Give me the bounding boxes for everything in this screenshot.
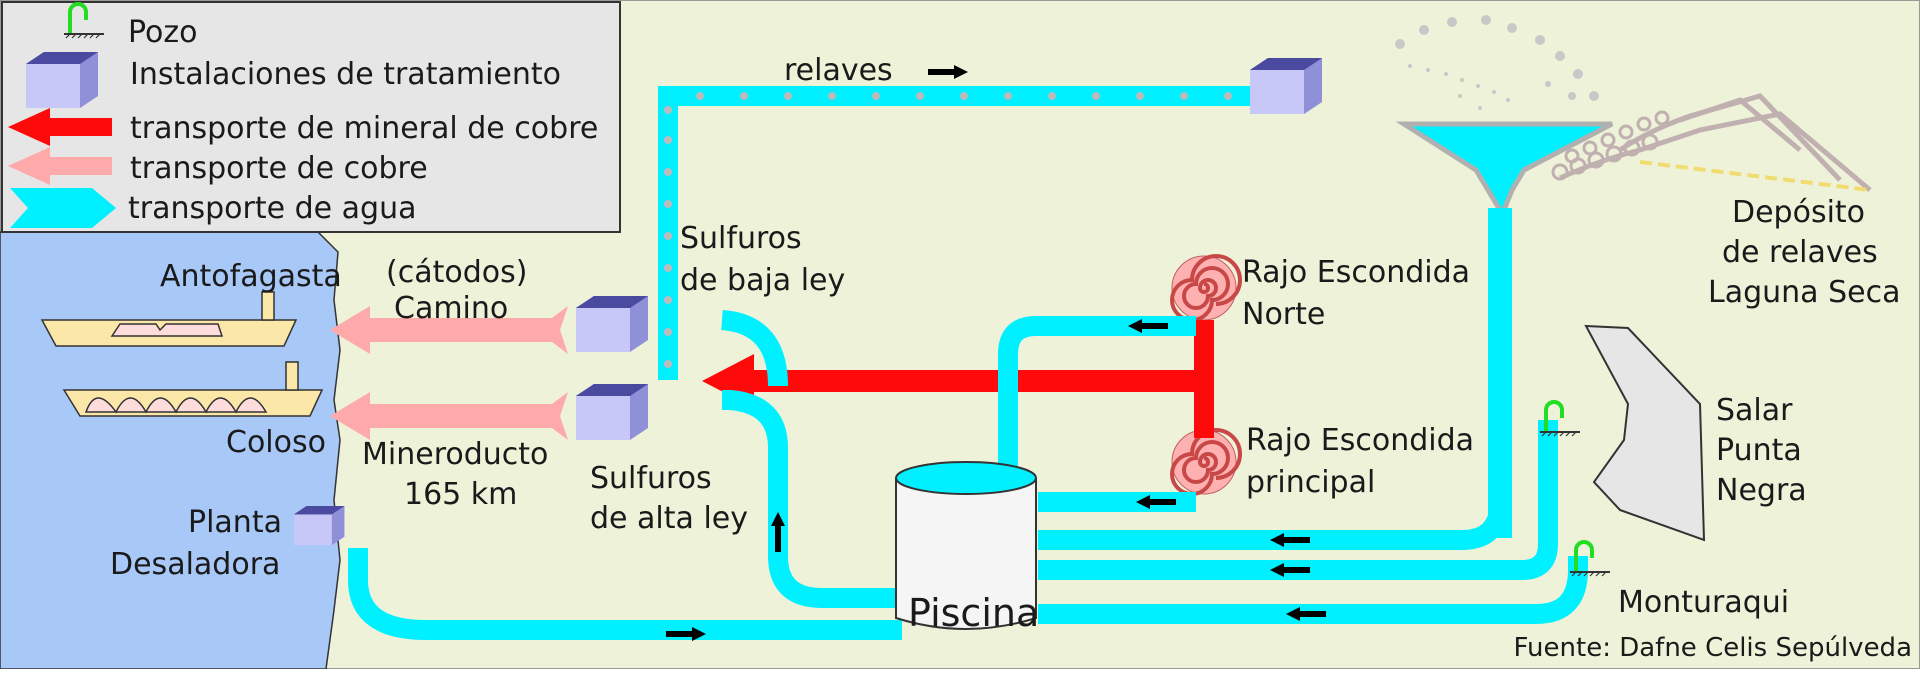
pit-main-label-1: Rajo Escondida xyxy=(1246,423,1474,458)
road-label: Camino xyxy=(394,291,508,326)
sulfides-low-label-2: de baja ley xyxy=(680,263,845,298)
desalination-label-2: Desaladora xyxy=(110,547,280,582)
pool xyxy=(895,461,1037,630)
pit-main-label-2: principal xyxy=(1246,465,1375,500)
ship-coloso xyxy=(62,361,324,417)
desalination-facility xyxy=(294,506,345,546)
source-credit: Fuente: Dafne Celis Sepúlveda xyxy=(1514,633,1912,663)
legend-water-label: transporte de agua xyxy=(128,191,416,226)
salar-label-3: Negra xyxy=(1716,473,1807,508)
copper-arrow-road xyxy=(330,306,568,354)
sulfides-low-label-1: Sulfuros xyxy=(680,221,802,256)
copper-arrow-pipeline xyxy=(330,392,568,440)
legend-facility-label: Instalaciones de tratamiento xyxy=(130,57,561,92)
salar-label-1: Salar xyxy=(1716,393,1793,428)
monturaqui-label: Monturaqui xyxy=(1618,585,1789,620)
water-arrow-icon xyxy=(10,188,116,228)
road-facility xyxy=(576,296,648,352)
salar-label-2: Punta xyxy=(1716,433,1802,468)
legend: Pozo Instalaciones de tratamiento transp… xyxy=(1,1,621,233)
ore-arrow-icon xyxy=(8,108,112,146)
pipeline-facility xyxy=(576,384,648,440)
pool-label: Piscina xyxy=(908,591,1039,635)
tailings-dam-label-2: de relaves xyxy=(1722,235,1878,270)
cathodes-label: (cátodos) xyxy=(386,255,527,290)
tailings-dam-label-1: Depósito xyxy=(1732,195,1865,230)
antofagasta-label: Antofagasta xyxy=(160,259,342,294)
facility-icon xyxy=(26,52,98,108)
salar-punta-negra xyxy=(1584,324,1706,542)
coloso-label: Coloso xyxy=(226,425,326,460)
legend-ore-label: transporte de mineral de cobre xyxy=(130,111,598,146)
desalination-label-1: Planta xyxy=(188,505,282,540)
sulfides-high-label-2: de alta ley xyxy=(590,501,748,536)
legend-copper-label: transporte de cobre xyxy=(130,151,428,186)
ore-transport xyxy=(702,320,1214,438)
tailings-pipe xyxy=(658,86,1256,380)
pipeline-label-1: Mineroducto xyxy=(362,437,548,472)
tailings-dam-label-3: Laguna Seca xyxy=(1708,275,1900,310)
legend-well-label: Pozo xyxy=(128,15,197,50)
pipeline-label-2: 165 km xyxy=(404,477,517,512)
pit-north-label-1: Rajo Escondida xyxy=(1242,255,1470,290)
tailings-label: relaves xyxy=(784,53,893,88)
sulfides-high-label-1: Sulfuros xyxy=(590,461,712,496)
ship-antofagasta xyxy=(40,291,298,347)
copper-arrow-icon xyxy=(8,147,112,185)
pit-north-label-2: Norte xyxy=(1242,297,1325,332)
tailings-facility xyxy=(1250,58,1322,114)
